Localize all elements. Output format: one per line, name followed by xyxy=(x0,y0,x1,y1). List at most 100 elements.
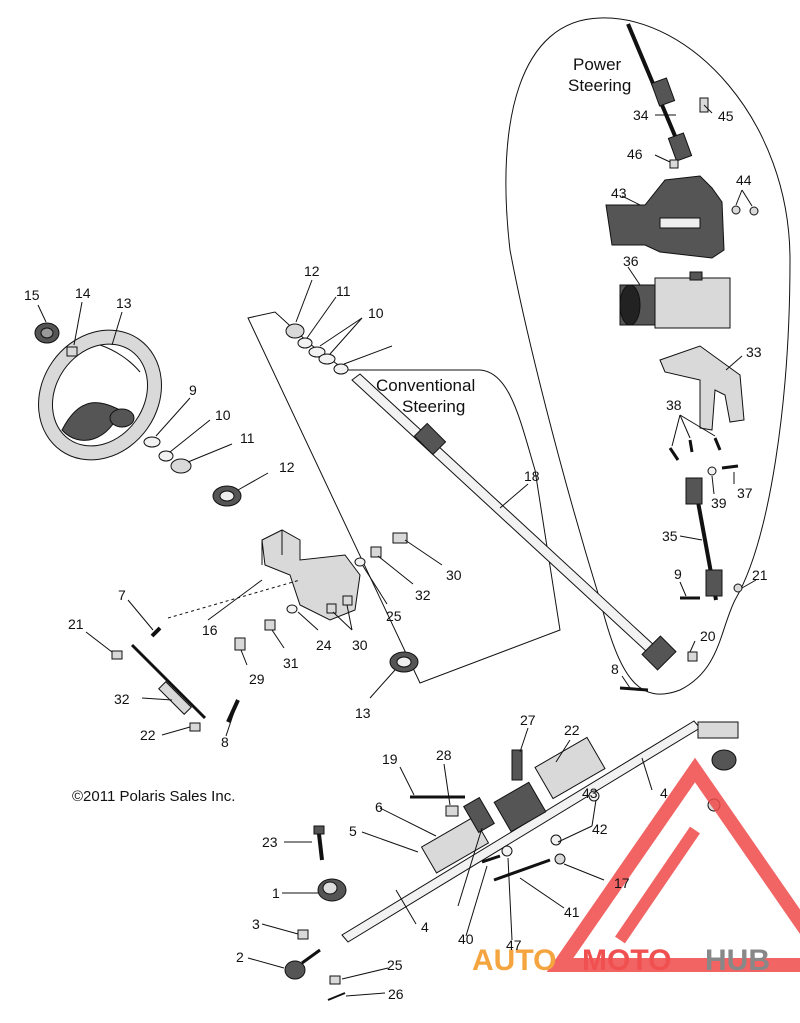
callout-10-left: 9 xyxy=(189,382,197,398)
callout-22-upper: 21 xyxy=(68,616,84,632)
callout-21-power: 21 xyxy=(752,567,768,583)
column-bracket-17 xyxy=(167,529,361,621)
conventional-steering-outline xyxy=(247,311,561,684)
bolt-8-lower xyxy=(226,699,240,723)
callout-45: 44 xyxy=(736,172,752,188)
callout-43-b: 43 xyxy=(582,785,598,801)
bolt-8-upper xyxy=(150,626,162,638)
callout-4-lower: 4 xyxy=(421,919,429,935)
tie-rod-end-2 xyxy=(284,948,321,980)
callout-48: 47 xyxy=(506,937,522,953)
bolt-24 xyxy=(313,825,325,861)
callout-30-left: 29 xyxy=(249,671,265,687)
bolts-39 xyxy=(668,437,722,461)
bolt-42 xyxy=(493,858,551,882)
bushing-12-left xyxy=(170,458,192,474)
steering-shaft-19 xyxy=(351,373,677,671)
washer-11-lower xyxy=(333,363,349,375)
callout-13-upper: 12 xyxy=(279,459,295,475)
callout-20: 19 xyxy=(382,751,398,767)
nut-21-power xyxy=(733,583,743,593)
cotter-pin-27 xyxy=(327,992,346,1001)
bolt-38 xyxy=(721,464,739,470)
washer-10-upper-b xyxy=(318,353,336,365)
callout-11-left: 10 xyxy=(215,407,231,423)
nut-3 xyxy=(297,929,309,940)
washer-43-b xyxy=(588,790,600,802)
copyright: ©2011 Polaris Sales Inc. xyxy=(72,788,235,805)
washer-10-upper-a xyxy=(308,346,326,358)
callout-12-upper: 12 xyxy=(304,263,320,279)
nut-22-upper xyxy=(111,650,123,660)
callout-4-upper: 4 xyxy=(660,785,668,801)
nut-21-conventional xyxy=(687,651,698,662)
nut-31-b xyxy=(342,595,353,606)
callout-23: 22 xyxy=(564,722,580,738)
callout-12-left: 11 xyxy=(240,430,255,446)
callout-3: 3 xyxy=(252,916,260,932)
conventional-steering-label-line2: Steering xyxy=(402,397,465,416)
callout-22-lower: 22 xyxy=(140,727,156,743)
callout-11-upper: 11 xyxy=(336,283,351,299)
bolt-29 xyxy=(445,805,459,817)
lower-shaft-36 xyxy=(685,477,723,601)
callout-25-left: 24 xyxy=(316,637,332,653)
nut-47 xyxy=(669,159,679,169)
callout-41: 40 xyxy=(458,931,474,947)
callout-8-lower: 8 xyxy=(221,734,229,750)
callout-2: 2 xyxy=(236,949,244,965)
callout-6: 6 xyxy=(375,799,383,815)
callout-25-right: 25 xyxy=(386,608,402,624)
callout-14: 13 xyxy=(116,295,132,311)
callout-35: 34 xyxy=(633,107,649,123)
callout-18: 17 xyxy=(614,875,630,891)
damper-33 xyxy=(130,643,207,720)
callout-38: 37 xyxy=(737,485,753,501)
intermediate-shaft-35 xyxy=(626,23,693,162)
washer-43-a xyxy=(550,834,562,846)
callout-29: 28 xyxy=(436,747,452,763)
callout-47: 46 xyxy=(627,146,643,162)
callout-32-right: 32 xyxy=(415,587,431,603)
nut-18 xyxy=(554,853,566,865)
power-steering-label-line2: Steering xyxy=(568,76,631,95)
callout-44: 43 xyxy=(611,185,627,201)
washer-48 xyxy=(501,845,513,857)
callout-9-power: 9 xyxy=(674,566,682,582)
callout-16: 15 xyxy=(24,287,40,303)
callout-17: 16 xyxy=(202,622,218,638)
callout-30-right: 30 xyxy=(446,567,462,583)
callout-13-lower: 13 xyxy=(355,705,371,721)
power-steering-outline xyxy=(505,17,791,695)
leader-lines xyxy=(37,104,757,997)
callout-15: 14 xyxy=(75,285,91,301)
steering-rack-assembly xyxy=(341,720,701,943)
callout-28: 27 xyxy=(520,712,536,728)
bolt-30-right xyxy=(392,532,408,544)
bolt-41 xyxy=(481,854,501,864)
callout-27: 26 xyxy=(388,986,404,1002)
steering-wheel xyxy=(38,329,162,461)
callout-34: 33 xyxy=(746,344,762,360)
callout-46: 45 xyxy=(718,108,734,124)
callout-39: 38 xyxy=(666,397,682,413)
washer-25-right xyxy=(354,557,366,567)
washer-11-left xyxy=(158,450,174,462)
watermark-hub: HUB xyxy=(705,944,770,977)
callout-10-upper: 10 xyxy=(368,305,384,321)
conventional-steering-label-line1: Conventional xyxy=(376,376,475,395)
nut-15 xyxy=(66,346,78,357)
callout-9-conventional: 8 xyxy=(611,661,619,677)
callout-26: 25 xyxy=(387,957,403,973)
callout-43-a: 42 xyxy=(592,821,608,837)
bolt-30-left xyxy=(234,637,246,651)
watermark-auto: AUTO xyxy=(472,944,556,977)
washer-40 xyxy=(707,466,717,476)
washer-10-left xyxy=(143,436,161,448)
nut-45-a xyxy=(731,205,741,215)
callout-40: 39 xyxy=(711,495,727,511)
callout-19: 18 xyxy=(524,468,540,484)
nut-22-lower xyxy=(189,722,201,732)
callout-5: 5 xyxy=(349,823,357,839)
nut-26 xyxy=(329,975,341,985)
